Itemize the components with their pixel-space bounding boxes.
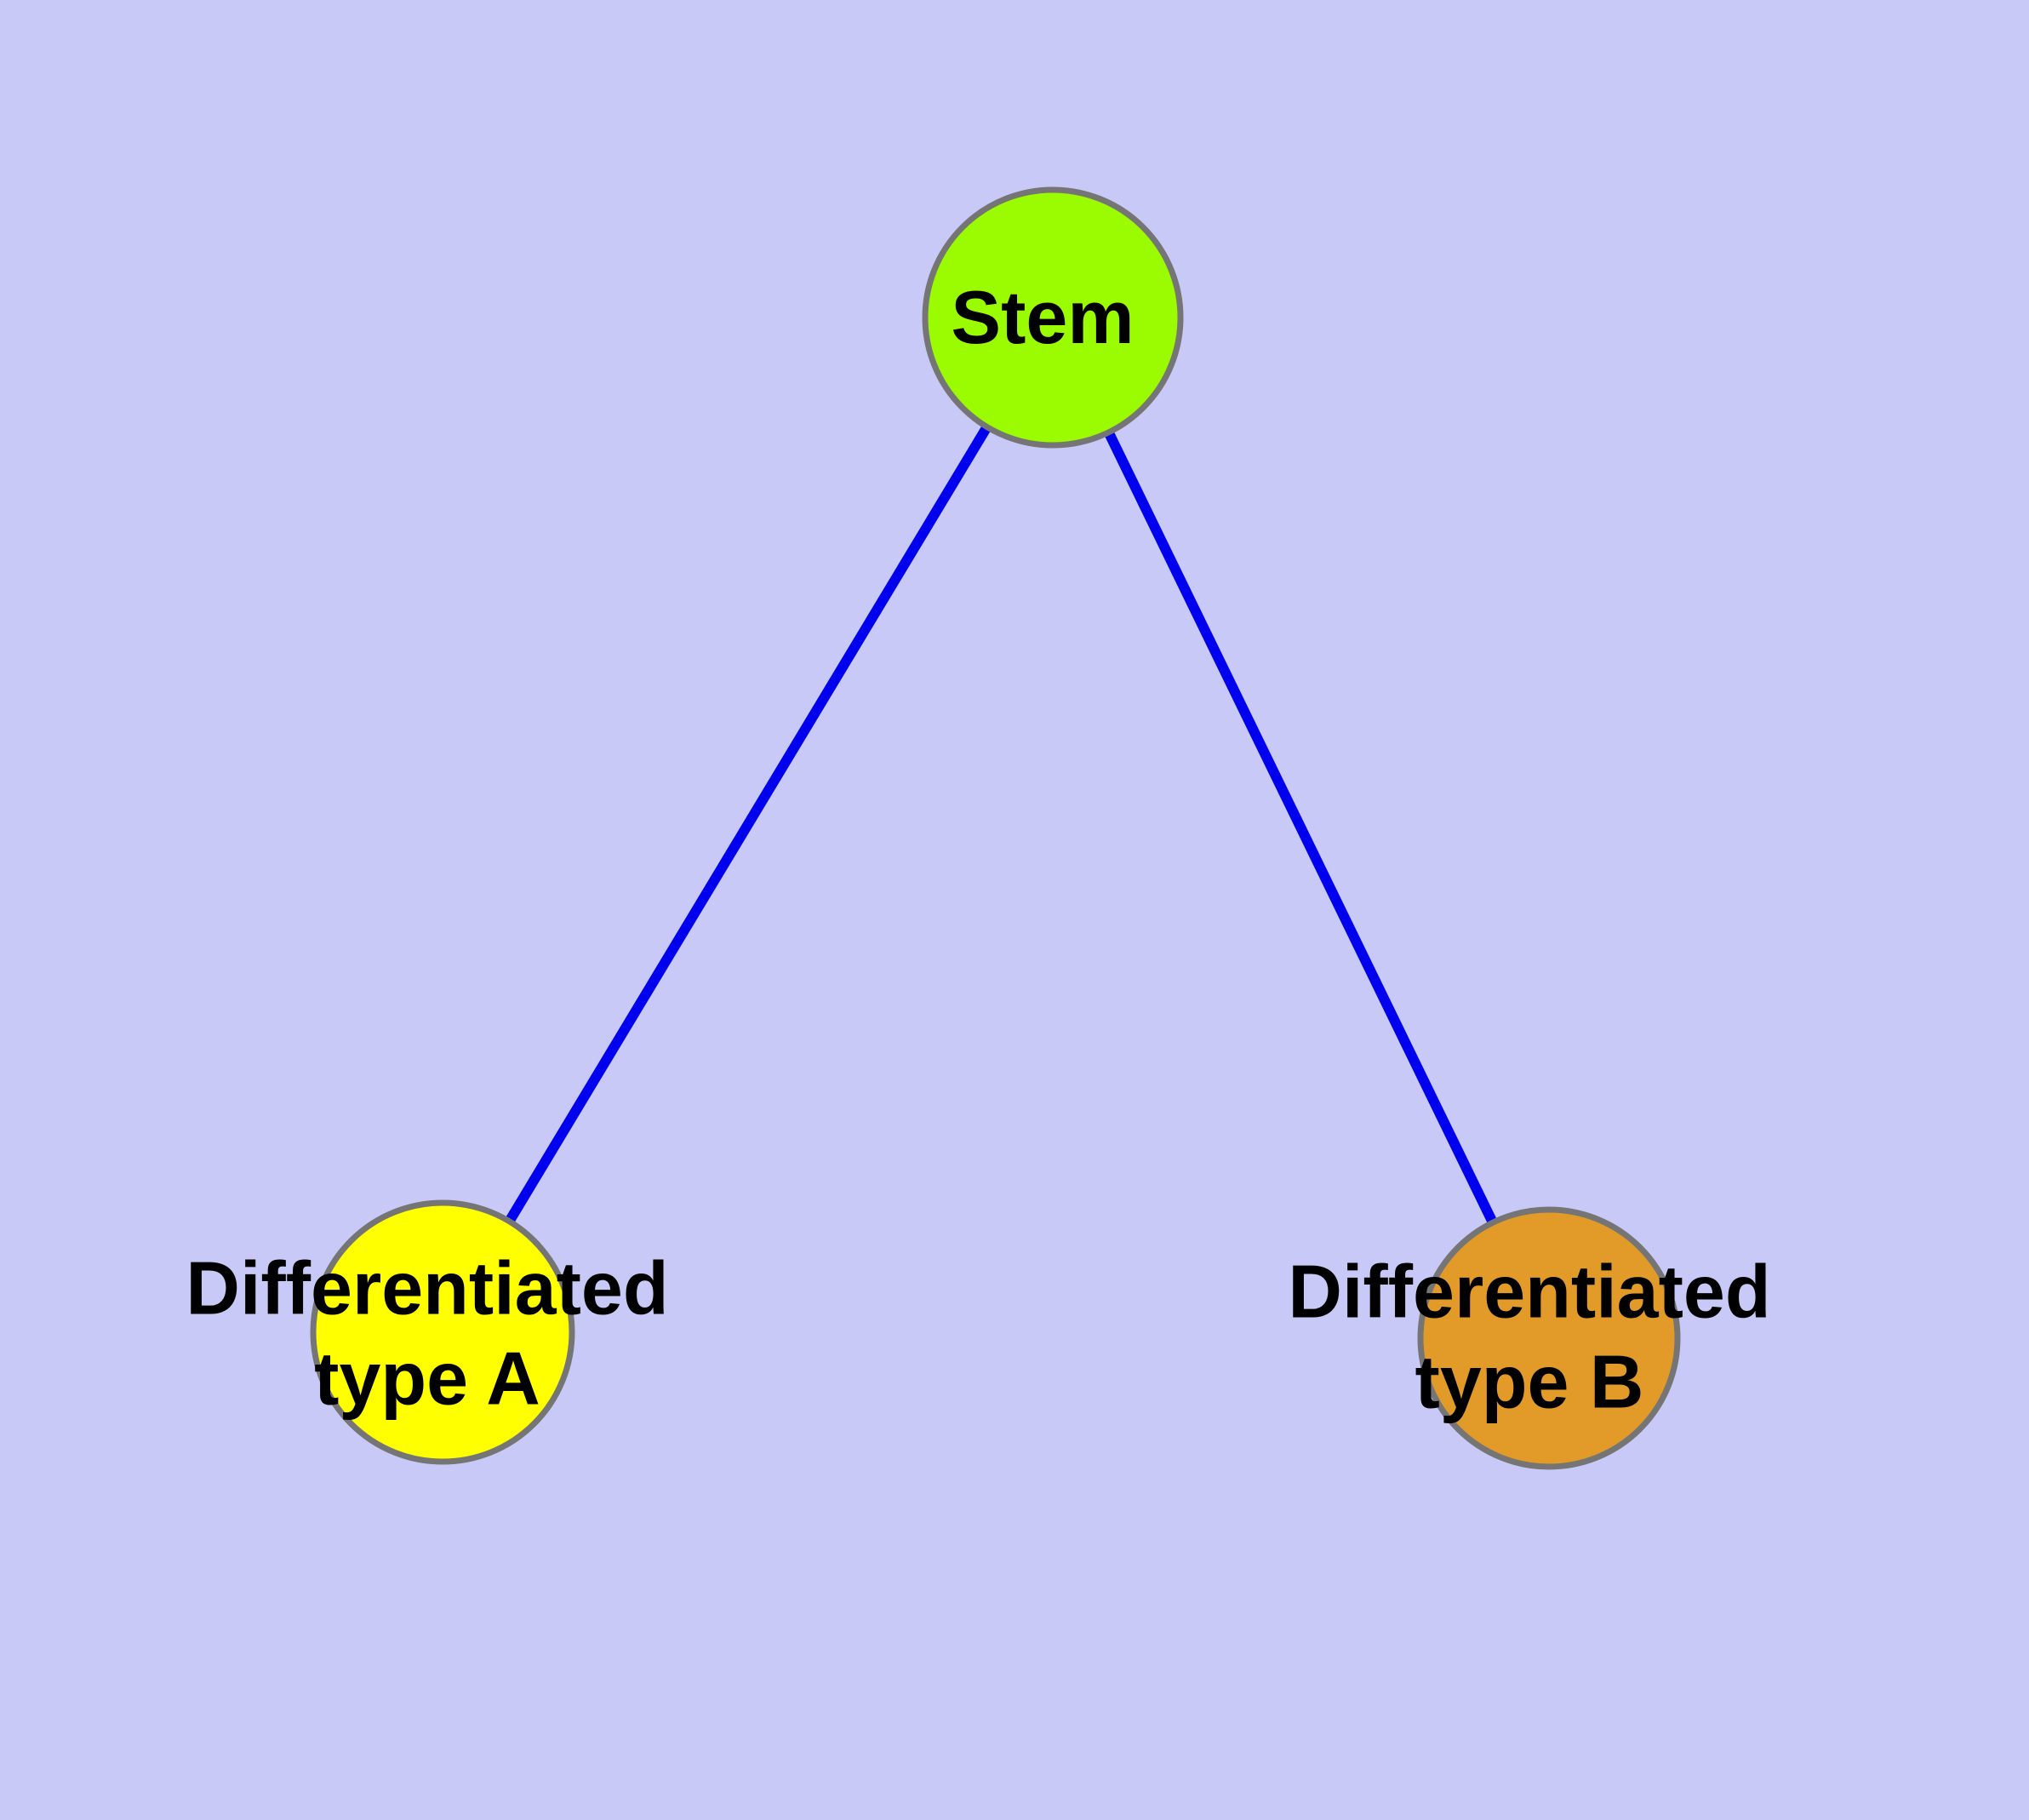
edge-stem-to-type-b (1048, 315, 1554, 1341)
node-stem-circle[interactable] (922, 186, 1184, 449)
node-differentiated-type-b-circle[interactable] (1417, 1206, 1681, 1470)
edge-stem-to-type-a (437, 314, 1058, 1336)
node-differentiated-type-a-circle[interactable] (310, 1199, 575, 1465)
